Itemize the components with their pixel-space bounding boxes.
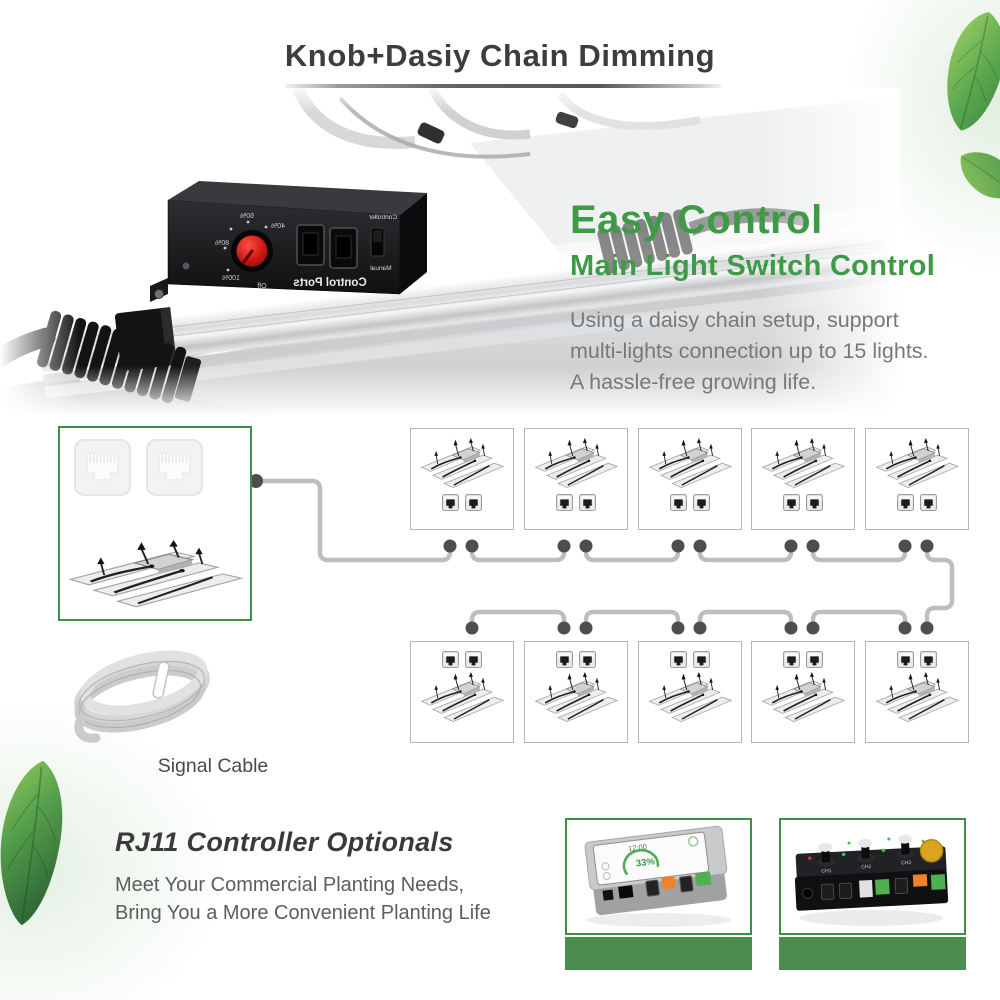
dimmer-knob: 40% 60% 80% 100% Off [215,213,285,290]
port-row [670,494,710,511]
rj11-port-icon [579,651,596,668]
rj11-ports [296,224,358,269]
rj11-controller-section: RJ11 Controller Optionals Meet Your Comm… [115,827,555,927]
dial-label-100: 100% [222,275,240,282]
leaf-decoration-top-right [947,11,1000,131]
screen-time: 12:00 [628,842,648,853]
easy-control-section: Easy Control Main Light Switch Control U… [570,199,995,398]
light-box [865,428,969,530]
rj11-port-icon [670,494,687,511]
grow-light-image [420,672,504,724]
rj11-heading: RJ11 Controller Optionals [115,827,454,857]
easy-control-body: Using a daisy chain setup, support multi… [570,308,929,394]
knob-controller-box: CH1 CH2 CH3 [779,818,966,935]
rear-ports [802,874,946,901]
rj11-port-icon [465,651,482,668]
dimmer-control-box: 40% 60% 80% 100% Off Control Ports Contr… [150,181,427,302]
grow-light-image [761,672,845,724]
rj11-port-icon [442,494,459,511]
grow-light-image [648,438,732,490]
rj11-port-icon [670,651,687,668]
light-box [410,641,514,743]
rj11-ghost-icon [146,439,203,496]
grow-light-image [875,438,959,490]
rj11-port-icon [920,494,937,511]
knob-controller-image: CH1 CH2 CH3 [794,834,949,911]
light-box [638,641,742,743]
port-row [442,651,482,668]
rj11-port-icon [556,494,573,511]
rj11-body: Meet Your Commercial Planting Needs, Bri… [115,874,491,924]
rj11-port-icon [783,494,800,511]
hero-photo: 40% 60% 80% 100% Off Control Ports Contr… [0,88,900,416]
ch3-label: CH3 [901,860,912,867]
rj11-port-icon [920,651,937,668]
port-row [897,651,937,668]
grow-light-image [67,540,243,610]
dial-label-40: 40% [271,223,285,230]
rj11-port-icon [806,494,823,511]
rj11-port-icon [806,651,823,668]
signal-cable-label: Signal Cable [157,755,269,777]
mode-switch: Controller Manual [368,214,397,272]
touch-controller-image: 12:00 33% [584,825,728,916]
dial-label-80: 80% [215,240,229,247]
grow-light-image [761,438,845,490]
port-row [783,494,823,511]
rj11-port-icon [783,651,800,668]
title-underline [285,84,723,88]
light-box [524,428,628,530]
port-row [556,651,596,668]
grow-light-image [534,672,618,724]
grow-light-image [648,672,732,724]
page-title: Knob+Dasiy Chain Dimming [284,38,716,73]
ch2-label: CH2 [861,864,872,871]
port-row [897,494,937,511]
green-bar [779,937,966,970]
rj11-port-icon [579,494,596,511]
rj11-port-icon [897,651,914,668]
rj11-port-icon [693,494,710,511]
grow-light-image [420,438,504,490]
touch-controller-box: 12:00 33% [565,818,752,935]
rj11-ghost-icon [74,439,131,496]
controller-label: Controller [368,214,397,221]
rj11-port-icon [693,651,710,668]
dial-label-60: 60% [240,213,254,220]
controller-source-box [58,426,252,621]
manual-label: Manual [370,265,392,272]
port-row [442,494,482,511]
light-box [524,641,628,743]
main-light-subheading: Main Light Switch Control [570,250,936,282]
grow-light-image [875,672,959,724]
rj11-port-icon [897,494,914,511]
green-bar [565,937,752,970]
light-box [865,641,969,743]
light-box [751,641,855,743]
port-row [783,651,823,668]
signal-cable-image [52,636,232,751]
easy-control-heading: Easy Control [570,198,823,242]
dial-label-off: Off [257,283,266,290]
leaf-decoration-right [960,152,1000,199]
status-leds [808,837,925,860]
grow-light-image [534,438,618,490]
gold-badge [919,839,944,863]
light-box [751,428,855,530]
port-row [670,651,710,668]
control-ports-label: Control Ports [293,277,366,289]
light-box [638,428,742,530]
rj11-port-icon [556,651,573,668]
rj11-port-icon [442,651,459,668]
leaf-decoration-bottom-left [0,760,63,926]
rj11-port-icon [465,494,482,511]
ch1-label: CH1 [821,868,832,875]
screen-percent: 33% [635,856,656,869]
channel-knobs [817,834,915,867]
light-box [410,428,514,530]
port-row [556,494,596,511]
